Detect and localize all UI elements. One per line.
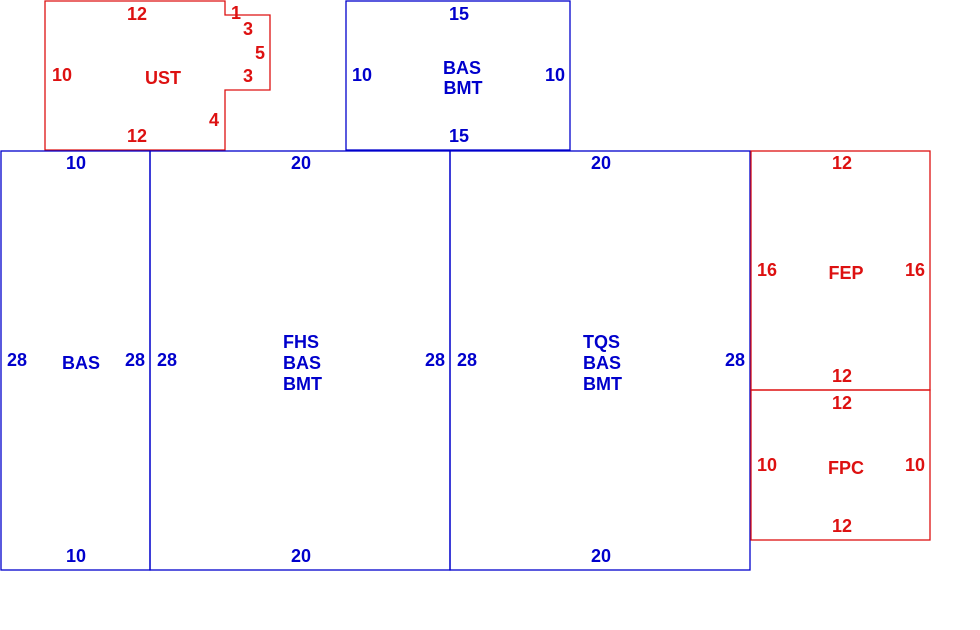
area-bas-bmt-top-outline <box>345 0 571 151</box>
ust-dim-left: 10 <box>52 65 72 85</box>
bas-left-label: BAS <box>62 353 100 373</box>
ust-label: UST <box>145 68 181 88</box>
bas-bmt-top-dim-left: 10 <box>352 65 372 85</box>
tqs-label-2: BAS <box>583 353 621 373</box>
ust-dim-notch-side: 5 <box>255 43 265 63</box>
area-tqs-outline <box>449 150 751 571</box>
ust-dim-notch-top: 1 <box>231 3 241 23</box>
fep-dim-top: 12 <box>832 153 852 173</box>
fpc-dim-top: 12 <box>832 393 852 413</box>
fep-dim-left: 16 <box>757 260 777 280</box>
ust-dim-bottom: 12 <box>127 126 147 146</box>
tqs-label-3: BMT <box>583 374 622 394</box>
fep-label: FEP <box>828 263 863 283</box>
bas-left-dim-right: 28 <box>125 350 145 370</box>
ust-dim-top: 12 <box>127 4 147 24</box>
area-bas-left[interactable]: 10 28 28 10 BAS <box>0 150 151 571</box>
bas-left-dim-bottom: 10 <box>66 546 86 566</box>
tqs-dim-left: 28 <box>457 350 477 370</box>
fhs-dim-left: 28 <box>157 350 177 370</box>
ust-dim-notch-a: 3 <box>243 19 253 39</box>
area-fpc[interactable]: 12 10 10 12 FPC <box>750 389 931 541</box>
bas-bmt-top-label-1: BAS <box>443 58 481 78</box>
area-fpc-outline <box>750 389 931 541</box>
fpc-dim-bottom: 12 <box>832 516 852 536</box>
tqs-dim-right: 28 <box>725 350 745 370</box>
bas-left-dim-top: 10 <box>66 153 86 173</box>
area-bas-bmt-top[interactable]: 15 10 10 15 BAS BMT <box>345 0 571 151</box>
fpc-dim-left: 10 <box>757 455 777 475</box>
area-fhs[interactable]: 20 28 28 20 FHS BAS BMT <box>149 150 451 571</box>
bas-bmt-top-label-2: BMT <box>444 78 483 98</box>
fhs-label-2: BAS <box>283 353 321 373</box>
fhs-label-1: FHS <box>283 332 319 352</box>
ust-dim-notch-b: 3 <box>243 66 253 86</box>
fpc-dim-right: 10 <box>905 455 925 475</box>
area-tqs[interactable]: 20 28 28 20 TQS BAS BMT <box>449 150 751 571</box>
area-ust-outline <box>44 0 271 151</box>
fhs-dim-top: 20 <box>291 153 311 173</box>
fpc-label: FPC <box>828 458 864 478</box>
ust-dim-notch-lower: 4 <box>209 110 219 130</box>
area-ust[interactable]: 12 10 12 1 3 5 3 4 UST <box>44 0 271 151</box>
fep-dim-bottom: 12 <box>832 366 852 386</box>
fhs-dim-bottom: 20 <box>291 546 311 566</box>
bas-bmt-top-dim-right: 10 <box>545 65 565 85</box>
area-fep[interactable]: 12 16 16 12 FEP <box>750 150 931 391</box>
fhs-label-3: BMT <box>283 374 322 394</box>
bas-left-dim-left: 28 <box>7 350 27 370</box>
bas-bmt-top-dim-top: 15 <box>449 4 469 24</box>
fhs-dim-right: 28 <box>425 350 445 370</box>
tqs-dim-bottom: 20 <box>591 546 611 566</box>
tqs-label-1: TQS <box>583 332 620 352</box>
tqs-dim-top: 20 <box>591 153 611 173</box>
fep-dim-right: 16 <box>905 260 925 280</box>
bas-bmt-top-dim-bottom: 15 <box>449 126 469 146</box>
